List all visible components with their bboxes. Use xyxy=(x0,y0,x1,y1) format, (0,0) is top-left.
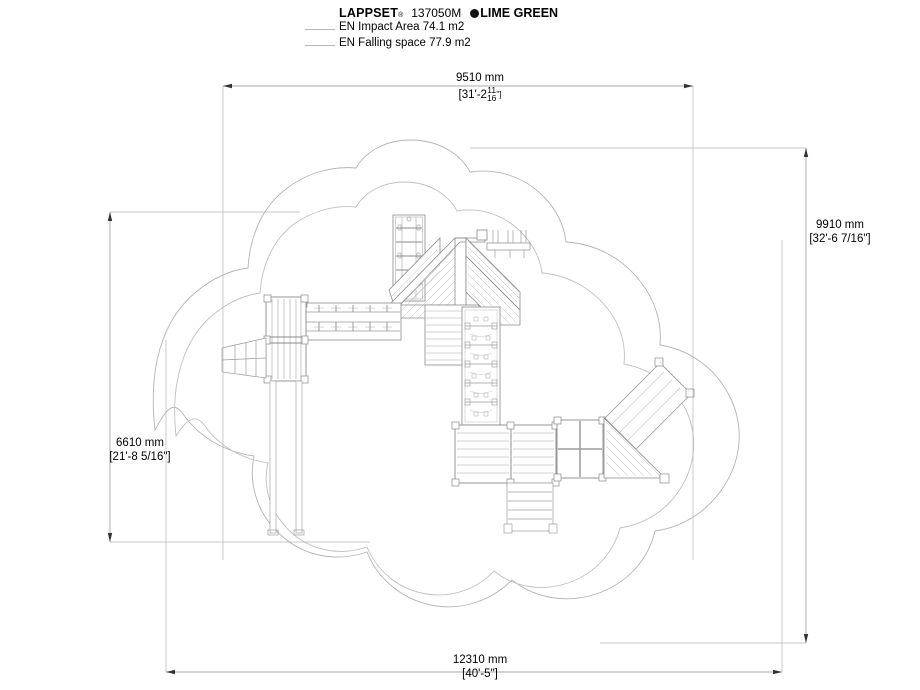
structure-stairs-lower xyxy=(503,482,558,534)
dimension-label-right: 9910 mm [32'-6 7/16"] xyxy=(766,219,914,246)
dimension-label-left: 6610 mm [21'-8 5/16"] xyxy=(66,437,214,464)
structure-monkey-bars xyxy=(486,230,531,258)
legend-label-falling-space: EN Falling space 77.9 m2 xyxy=(339,37,471,49)
structure-posts-left xyxy=(267,380,305,536)
dimension-bottom-imperial: [40'-5"] xyxy=(462,667,498,680)
structure-chain-ladder-center xyxy=(461,306,501,426)
dimension-left-imperial: [21'-8 5/16"] xyxy=(109,450,171,463)
playground-structure xyxy=(221,214,695,536)
structure-grid-panel xyxy=(553,416,607,482)
registered-mark-icon: ® xyxy=(398,12,404,19)
dimension-left-metric: 6610 mm xyxy=(116,437,164,449)
dimension-bottom-metric: 12310 mm xyxy=(452,654,508,666)
structure-ladder-left xyxy=(221,337,267,379)
drawing-header: LAPPSET® 137050M LIME GREEN EN Impact Area… xyxy=(0,0,920,56)
structure-gable-roof xyxy=(388,229,521,326)
dimension-arrowheads xyxy=(107,83,809,675)
structure-lower-deck xyxy=(451,421,560,487)
filled-circle-icon xyxy=(470,9,480,18)
dimension-right-imperial: [32'-6 7/16"] xyxy=(809,232,871,245)
brand-name: LAPPSET xyxy=(339,6,399,20)
color-name: LIME GREEN xyxy=(480,6,559,20)
legend-line-swatch-impact xyxy=(305,29,335,30)
product-code: 137050M xyxy=(411,6,462,20)
product-title-row: LAPPSET® 137050M LIME GREEN xyxy=(339,4,558,22)
legend-item-impact-area: EN Impact Area 74.1 m2 xyxy=(305,21,465,33)
legend-line-swatch-falling xyxy=(305,45,335,46)
structure-tower-left xyxy=(263,294,309,384)
en-falling-space-outline xyxy=(152,139,740,608)
dimension-top-metric: 9510 mm xyxy=(456,72,504,84)
structure-slide-right xyxy=(604,357,695,450)
dimension-lines xyxy=(109,85,807,673)
dimension-right-metric: 9910 mm xyxy=(816,219,864,231)
dimension-label-bottom: 12310 mm [40'-5"] xyxy=(385,654,575,681)
legend-label-impact-area: EN Impact Area 74.1 m2 xyxy=(339,21,465,33)
structure-bridge-left xyxy=(300,300,402,344)
legend-item-falling-space: EN Falling space 77.9 m2 xyxy=(305,37,471,49)
